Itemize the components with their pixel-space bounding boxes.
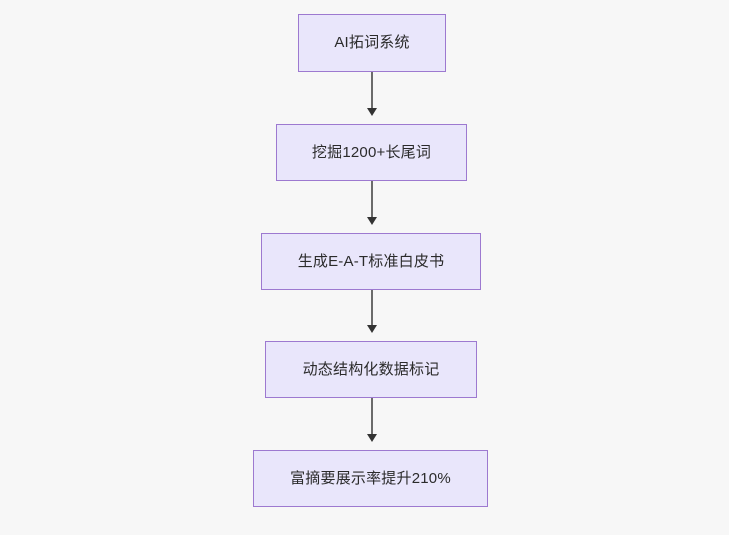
connector-n3-n4 [371,290,373,325]
flowchart-node-5[interactable]: 富摘要展示率提升210% [253,450,488,507]
flowchart-node-1-label: AI拓词系统 [334,34,410,51]
flowchart-node-4-label: 动态结构化数据标记 [302,360,440,378]
flowchart-node-3[interactable]: 生成E-A-T标准白皮书 [261,233,481,290]
flowchart-node-5-label: 富摘要展示率提升210% [290,469,451,487]
flowchart-node-2-label: 挖掘1200+长尾词 [311,143,432,161]
connector-n2-n3 [371,181,373,217]
arrowhead-n3-n4 [367,325,377,333]
arrowhead-n2-n3 [367,217,377,225]
flowchart-node-4[interactable]: 动态结构化数据标记 [265,341,477,398]
arrowhead-n4-n5 [367,434,377,442]
connector-n1-n2 [371,72,373,108]
flowchart-node-3-label: 生成E-A-T标准白皮书 [297,252,445,270]
flowchart-node-2[interactable]: 挖掘1200+长尾词 [276,124,467,181]
flowchart-node-1[interactable]: AI拓词系统 [298,14,446,72]
connector-n4-n5 [371,398,373,434]
arrowhead-n1-n2 [367,108,377,116]
